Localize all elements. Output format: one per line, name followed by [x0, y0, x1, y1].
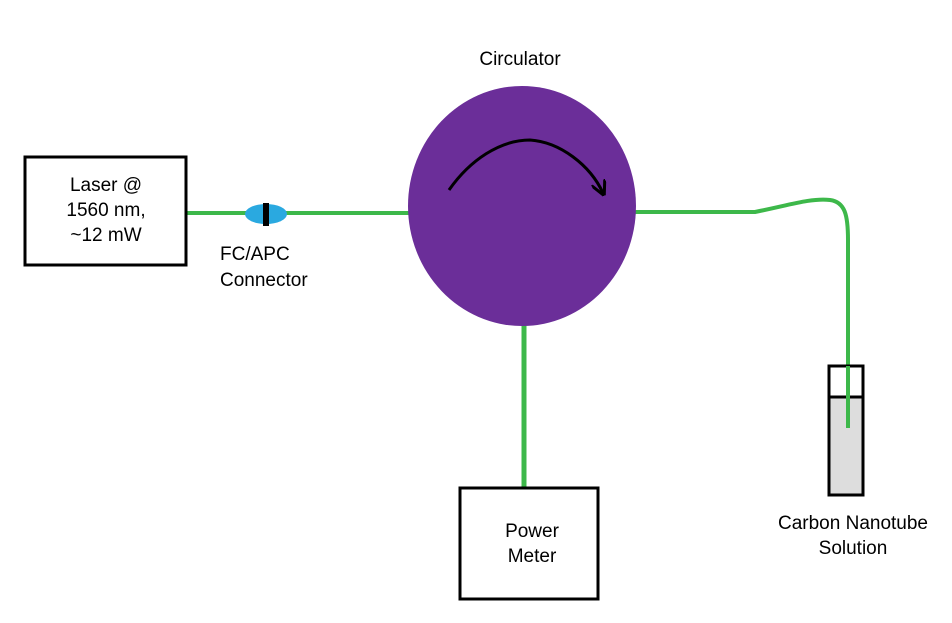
- fiber-circulator-to-sample: [632, 197, 850, 428]
- laser-label-line2: 1560 nm,: [66, 200, 145, 221]
- sample-label-line2: Solution: [819, 538, 888, 559]
- connector-label-line1: FC/APC: [220, 244, 290, 265]
- power-meter-box: [458, 486, 600, 601]
- laser-box: [23, 155, 188, 267]
- laser-label-line1: Laser @: [70, 175, 142, 196]
- laser-label-line3: ~12 mW: [70, 225, 141, 246]
- power-meter-label-line1: Power: [505, 521, 560, 542]
- power-meter-label-line2: Meter: [508, 546, 557, 567]
- curved-arrow-icon: [447, 138, 603, 193]
- circulator-label: Circulator: [479, 49, 561, 70]
- connector-key: [263, 203, 269, 226]
- sample-label-line1: Carbon Nanotube: [778, 513, 928, 534]
- connector-label-line2: Connector: [220, 270, 308, 291]
- circulator: [408, 86, 636, 326]
